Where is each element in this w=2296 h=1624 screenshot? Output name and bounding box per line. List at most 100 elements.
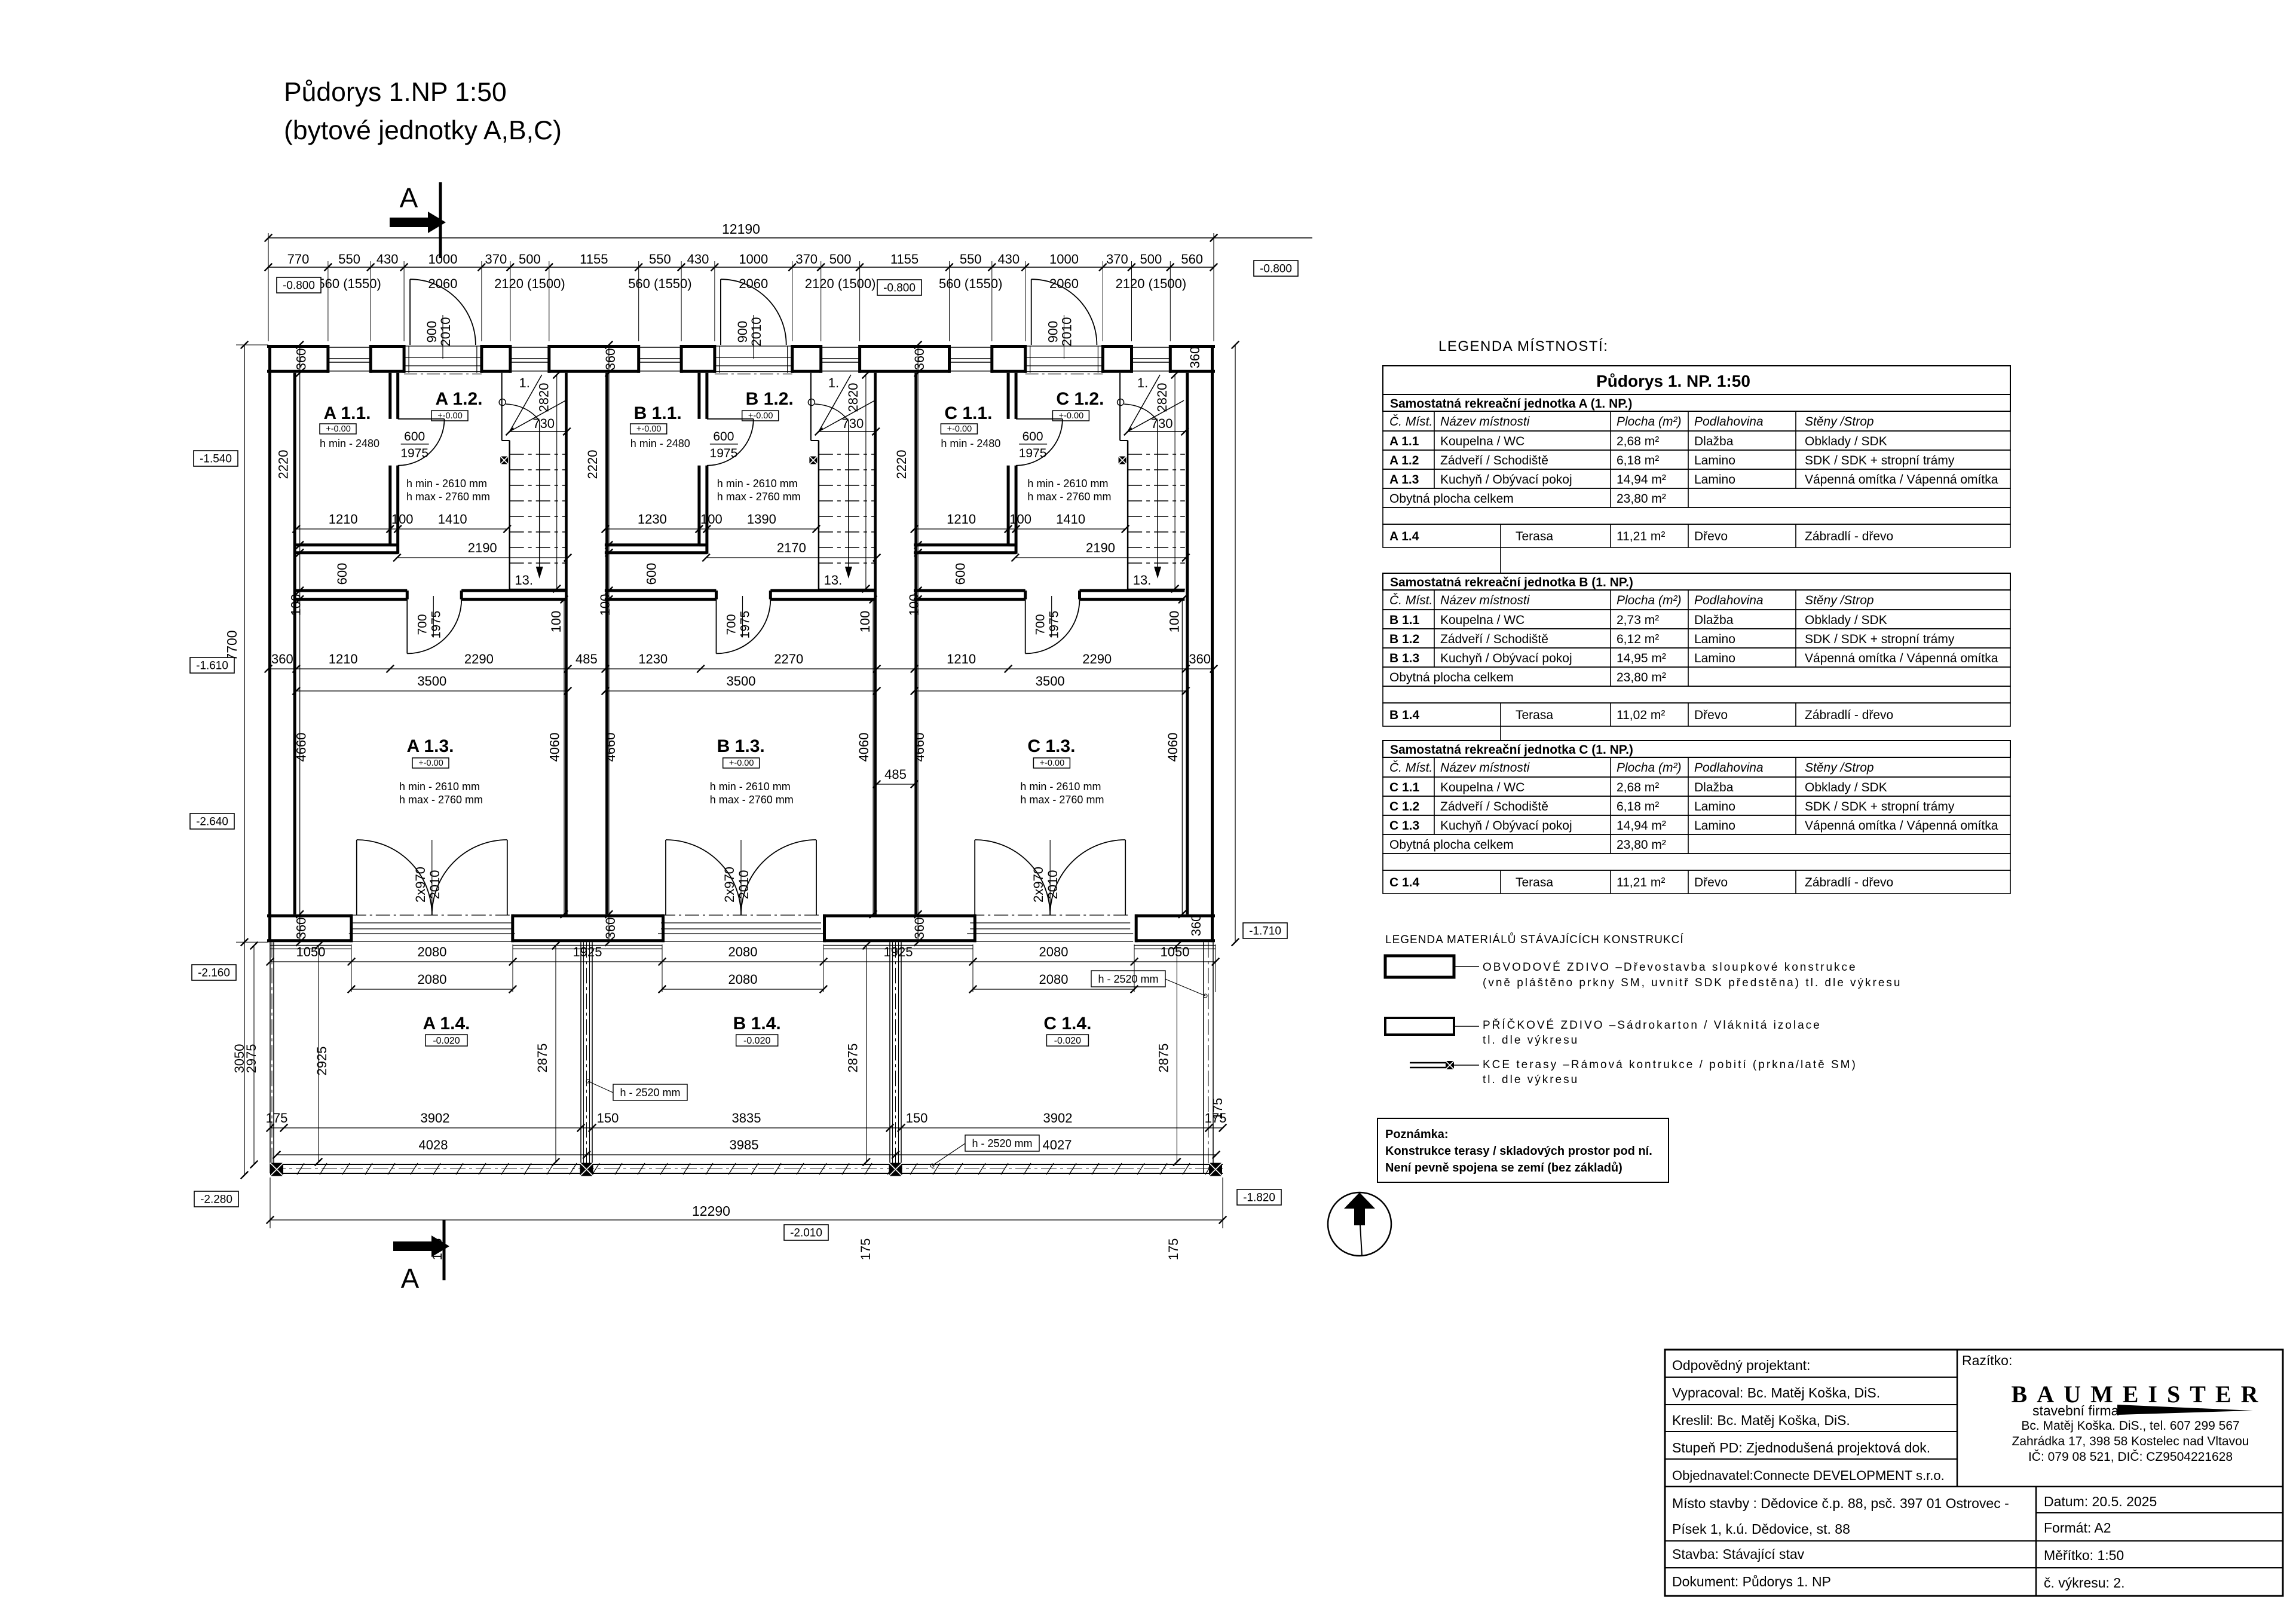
- svg-text:-0.800: -0.800: [283, 280, 315, 292]
- svg-text:2,73 m²: 2,73 m²: [1617, 613, 1659, 627]
- svg-text:Stěny /Strop: Stěny /Strop: [1805, 594, 1874, 607]
- svg-text:Lamino: Lamino: [1694, 800, 1735, 813]
- svg-text:tl. dle výkresu: tl. dle výkresu: [1483, 1034, 1579, 1047]
- svg-text:3835: 3835: [732, 1111, 761, 1126]
- svg-text:Stavba: Stávající stav: Stavba: Stávající stav: [1672, 1546, 1805, 1562]
- svg-text:A: A: [401, 1263, 420, 1294]
- svg-text:500: 500: [829, 252, 852, 267]
- svg-text:360: 360: [912, 348, 927, 371]
- svg-text:Písek 1, k.ú. Dědovice, st. 8: Písek 1, k.ú. Dědovice, st. 88: [1672, 1521, 1850, 1537]
- svg-text:Zádveří / Schodiště: Zádveří / Schodiště: [1440, 632, 1548, 646]
- svg-text:2010: 2010: [427, 870, 442, 900]
- svg-text:3985: 3985: [730, 1137, 759, 1152]
- svg-text:Zádveří / Schodiště: Zádveří / Schodiště: [1440, 454, 1548, 467]
- svg-text:Plocha (m²): Plocha (m²): [1617, 415, 1682, 429]
- svg-text:Obytná plocha celkem: Obytná plocha celkem: [1389, 838, 1514, 852]
- svg-text:6,12 m²: 6,12 m²: [1617, 632, 1659, 646]
- svg-text:3902: 3902: [1043, 1111, 1073, 1126]
- svg-text:360: 360: [1189, 915, 1204, 937]
- svg-text:B 1.3: B 1.3: [1389, 652, 1419, 665]
- svg-text:-0.020: -0.020: [433, 1036, 460, 1046]
- svg-text:+-0.00: +-0.00: [748, 411, 773, 421]
- svg-text:6,18 m²: 6,18 m²: [1617, 800, 1659, 813]
- svg-text:4660: 4660: [912, 733, 927, 762]
- svg-text:600: 600: [953, 563, 968, 585]
- svg-text:4060: 4060: [1165, 733, 1180, 762]
- svg-text:Název místnosti: Název místnosti: [1440, 415, 1530, 429]
- svg-text:2120 (1500): 2120 (1500): [1116, 276, 1187, 291]
- svg-text:360: 360: [912, 917, 927, 940]
- svg-text:h min - 2610 mm: h min - 2610 mm: [406, 478, 487, 490]
- svg-text:B 1.2: B 1.2: [1389, 632, 1419, 646]
- svg-text:730: 730: [1151, 416, 1173, 431]
- svg-text:h min - 2480: h min - 2480: [941, 438, 1000, 449]
- svg-text:A 1.3.: A 1.3.: [407, 736, 454, 756]
- svg-text:100: 100: [700, 512, 723, 527]
- svg-text:23,80 m²: 23,80 m²: [1617, 838, 1666, 852]
- svg-text:-2.160: -2.160: [198, 967, 230, 980]
- svg-text:1975: 1975: [1048, 611, 1061, 639]
- svg-text:600: 600: [404, 430, 425, 444]
- svg-text:1210: 1210: [329, 652, 358, 666]
- svg-text:Terasa: Terasa: [1516, 876, 1553, 889]
- svg-text:430: 430: [376, 252, 399, 267]
- svg-text:2080: 2080: [728, 944, 758, 959]
- svg-text:2010: 2010: [749, 317, 764, 347]
- svg-text:1975: 1975: [1019, 446, 1047, 460]
- svg-text:Dlažba: Dlažba: [1694, 435, 1734, 448]
- svg-text:485: 485: [884, 767, 907, 782]
- svg-text:1210: 1210: [947, 652, 976, 666]
- svg-text:175: 175: [1210, 1098, 1225, 1120]
- svg-text:-0.800: -0.800: [883, 282, 916, 295]
- svg-text:Zábradlí - dřevo: Zábradlí - dřevo: [1805, 530, 1893, 543]
- svg-text:23,80 m²: 23,80 m²: [1617, 671, 1666, 684]
- svg-text:h min - 2610 mm: h min - 2610 mm: [710, 781, 791, 793]
- svg-text:14,94 m²: 14,94 m²: [1617, 473, 1666, 487]
- svg-text:1925: 1925: [573, 944, 602, 959]
- svg-text:1000: 1000: [1049, 252, 1079, 267]
- svg-text:175: 175: [1205, 1111, 1227, 1126]
- svg-text:Bc. Matěj Koška. DiS., tel. 60: Bc. Matěj Koška. DiS., tel. 607 299 567: [2021, 1419, 2239, 1433]
- svg-text:175: 175: [266, 1111, 288, 1126]
- svg-text:4060: 4060: [547, 733, 562, 762]
- svg-text:600: 600: [335, 563, 350, 585]
- svg-text:560 (1550): 560 (1550): [317, 276, 381, 291]
- svg-text:Obklady / SDK: Obklady / SDK: [1805, 781, 1887, 794]
- svg-text:h max - 2760 mm: h max - 2760 mm: [717, 491, 801, 503]
- svg-text:730: 730: [532, 416, 555, 431]
- svg-text:1000: 1000: [739, 252, 768, 267]
- svg-text:175: 175: [858, 1238, 873, 1261]
- svg-text:370: 370: [795, 252, 818, 267]
- svg-text:100: 100: [1167, 611, 1181, 633]
- svg-text:2010: 2010: [438, 317, 453, 347]
- svg-text:2010: 2010: [736, 870, 751, 900]
- svg-text:Měřítko: 1:50: Měřítko: 1:50: [2044, 1547, 2124, 1563]
- svg-text:Lamino: Lamino: [1694, 819, 1735, 833]
- svg-text:Místo stavby : Dědovice č.p. 8: Místo stavby : Dědovice č.p. 88, psč. 39…: [1672, 1495, 2009, 1511]
- svg-text:IČ: 079 08 521, DIČ: CZ9504221: IČ: 079 08 521, DIČ: CZ9504221628: [2028, 1450, 2233, 1464]
- svg-text:-0.800: -0.800: [1260, 263, 1292, 276]
- svg-text:550: 550: [960, 252, 982, 267]
- svg-text:100: 100: [549, 611, 564, 633]
- svg-text:900: 900: [735, 321, 750, 343]
- svg-text:2,68 m²: 2,68 m²: [1617, 781, 1659, 794]
- svg-text:B 1.3.: B 1.3.: [717, 736, 765, 756]
- svg-text:Název místnosti: Název místnosti: [1440, 594, 1530, 607]
- svg-text:-2.010: -2.010: [790, 1227, 822, 1240]
- svg-text:1210: 1210: [947, 512, 976, 527]
- svg-text:900: 900: [1046, 321, 1061, 343]
- svg-text:370: 370: [485, 252, 507, 267]
- svg-text:SDK / SDK + stropní trámy: SDK / SDK + stropní trámy: [1805, 632, 1955, 646]
- svg-text:1410: 1410: [1056, 512, 1085, 527]
- svg-text:360: 360: [603, 348, 618, 371]
- svg-text:h - 2520 mm: h - 2520 mm: [1098, 973, 1158, 985]
- svg-text:Obklady / SDK: Obklady / SDK: [1805, 613, 1887, 627]
- svg-text:1925: 1925: [884, 944, 913, 959]
- svg-text:C 1.1: C 1.1: [1389, 781, 1420, 794]
- svg-text:Datum: 20.5. 2025: Datum: 20.5. 2025: [2044, 1494, 2157, 1509]
- svg-text:550: 550: [338, 252, 360, 267]
- svg-text:Plocha (m²): Plocha (m²): [1617, 761, 1682, 775]
- svg-text:560: 560: [1181, 252, 1203, 267]
- svg-text:Dlažba: Dlažba: [1694, 781, 1734, 794]
- svg-text:A 1.2.: A 1.2.: [436, 389, 483, 409]
